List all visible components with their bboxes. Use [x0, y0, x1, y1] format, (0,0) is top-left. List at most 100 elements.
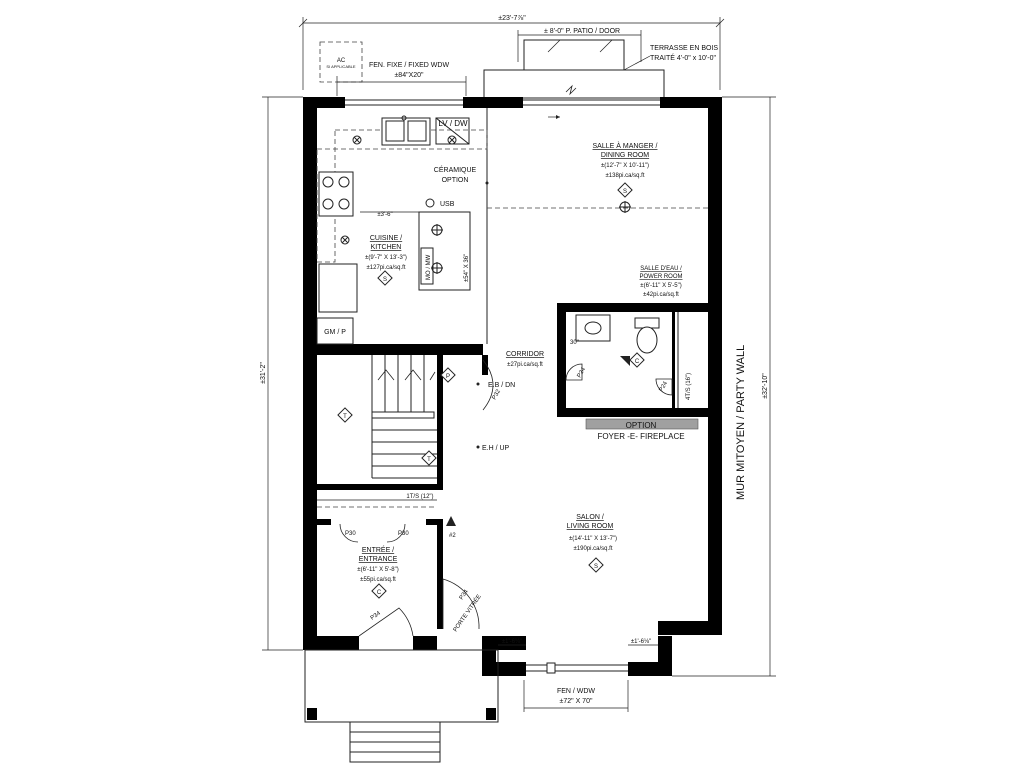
- interior-walls: [303, 108, 708, 629]
- panel-icon: P: [440, 367, 456, 383]
- door-p34a: P34: [370, 610, 383, 621]
- thermostats: T T: [337, 407, 437, 466]
- light-fixture-icon: [352, 135, 362, 145]
- svg-text:S: S: [623, 189, 627, 195]
- powder-dims: ±(6'-11" X 5'-5"): [640, 283, 681, 289]
- island-width-label: ±3'-6": [377, 212, 392, 218]
- svg-text:S: S: [594, 564, 598, 570]
- terrace-line2: TRAITÉ 4'-0" x 10'-0": [650, 53, 717, 62]
- corridor-label: CORRIDOR ±27pi.ca/sq.ft: [506, 351, 544, 368]
- svg-text:T: T: [427, 457, 431, 463]
- fireplace-option: OPTION: [626, 421, 657, 430]
- light-fixture-icon: [619, 201, 631, 213]
- dim-4ts: 4T/S (16"): [686, 373, 692, 400]
- light-fixture-icon: [431, 262, 443, 274]
- pier-left-label: ±1'-6⅛": [502, 639, 522, 645]
- eh-up-label: E.H / UP: [482, 445, 510, 452]
- pier-right-label: ±1'-6⅛": [631, 639, 651, 645]
- powder-name-en: POWER ROOM: [640, 274, 683, 280]
- porte-vitree-label: PORTE VITRÉE: [452, 593, 483, 633]
- dining-dims: ±(12'-7" X 10'-11"): [601, 163, 649, 169]
- kitchen-counters: LV / DW GM / P: [316, 115, 488, 345]
- dining-room-label: SALLE À MANGER / DINING ROOM ±(12'-7" X …: [593, 141, 658, 179]
- fixed-window-size: ±84"X20": [394, 72, 424, 79]
- powder-name: SALLE D'EAU /: [640, 266, 682, 272]
- staircase: P32: [371, 181, 503, 479]
- ac-label: AC: [337, 58, 346, 64]
- pier-dimensions: ±1'-6⅛" ±1'-6⅛": [498, 639, 658, 646]
- usb-label: USB: [440, 201, 455, 208]
- light-fixture-icon: [340, 235, 350, 245]
- svg-text:P: P: [446, 374, 450, 380]
- co-detector-icon: C: [371, 583, 387, 599]
- bottom-window-label: FEN / WDW: [557, 688, 595, 695]
- eb-dn-label: E.B / DN: [488, 382, 515, 389]
- ac-sublabel: SI APPLICABLE: [326, 64, 355, 69]
- entrance-dims: ±(6'-11" X 5'-8"): [357, 567, 398, 573]
- patio-door-label: ± 8'-0" P. PATIO / DOOR: [544, 28, 620, 35]
- fireplace: OPTION FOYER -E- FIREPLACE: [585, 418, 699, 441]
- thermostat-icon: T: [421, 450, 437, 466]
- powder-area: ±42pi.ca/sq.ft: [643, 292, 679, 298]
- island-size-label: ±54" X 36": [464, 254, 470, 282]
- corridor-name: CORRIDOR: [506, 351, 544, 358]
- kitchen-island: MO / MW ±54" X 36" ±3'-6" USB: [360, 198, 471, 291]
- kitchen-dims: ±(9'-7" X 13'-3"): [365, 255, 407, 261]
- co-detectors: C C: [371, 352, 645, 599]
- dining-area: ±138pi.ca/sq.ft: [606, 173, 645, 179]
- front-porch: [304, 649, 499, 763]
- thermostat-icon: T: [337, 407, 353, 423]
- dim-30: 30": [570, 340, 579, 346]
- label-2: #2: [449, 533, 456, 539]
- living-room-label: SALON / LIVING ROOM ±(14'-11" X 13'-7") …: [567, 514, 617, 552]
- left-dimension-label: ±31'-2": [260, 362, 267, 384]
- kitchen-room-label: CUISINE / KITCHEN ±(9'-7" X 13'-3") ±127…: [365, 235, 407, 271]
- fixed-window-label: FEN. FIXE / FIXED WDW: [369, 62, 450, 69]
- entrance-name-en: ENTRANCE: [359, 556, 398, 563]
- door-p24b: P24: [659, 380, 670, 393]
- entrance-label: ENTRÉE / ENTRANCE ±(6'-11" X 5'-8") ±55p…: [357, 545, 398, 583]
- patio-door-dimension: ± 8'-0" P. PATIO / DOOR: [517, 28, 642, 62]
- dining-name: SALLE À MANGER /: [593, 141, 658, 150]
- light-fixture-icon: [447, 135, 457, 145]
- door-p34b: P34: [459, 588, 470, 601]
- svg-text:C: C: [377, 590, 382, 596]
- entrance-name: ENTRÉE /: [362, 545, 394, 554]
- lv-dw-label: LV / DW: [438, 119, 468, 128]
- right-dimension: ±32'-10": [672, 96, 776, 677]
- exterior-walls: [303, 97, 722, 676]
- living-area: ±190pi.ca/sq.ft: [574, 546, 613, 552]
- ceramic-option: OPTION: [442, 177, 469, 184]
- bottom-window-dimension: FEN / WDW ±72" X 70": [523, 680, 629, 712]
- smoke-detector-icon: S: [588, 557, 604, 573]
- kitchen-name: CUISINE /: [370, 235, 402, 242]
- terrace-line1: TERRASSE EN BOIS: [650, 45, 718, 52]
- svg-text:S: S: [383, 277, 387, 283]
- windows: [345, 99, 660, 674]
- powder-fixtures: P24 P24 4T/S (16") 30": [565, 314, 692, 400]
- overall-width-label: ±23'-7⅞": [498, 15, 526, 22]
- door-p32: P32: [492, 388, 503, 401]
- door-p30a: P30: [345, 531, 356, 537]
- micro-label: MO / MW: [426, 254, 432, 280]
- kitchen-area: ±127pi.ca/sq.ft: [367, 265, 406, 271]
- entrance-area: 1T/S (12") P30 P30 P34 P34 PORTE VITRÉE …: [317, 494, 483, 637]
- living-name: SALON /: [576, 514, 604, 521]
- door-p24: P24: [577, 366, 588, 379]
- light-fixture-icon: [431, 224, 443, 236]
- fireplace-label: FOYER -E- FIREPLACE: [597, 432, 684, 441]
- living-name-en: LIVING ROOM: [567, 523, 614, 530]
- wood-terrace: TERRASSE EN BOIS TRAITÉ 4'-0" x 10'-0": [483, 39, 718, 99]
- smoke-detectors: S S S: [377, 182, 633, 573]
- svg-text:T: T: [343, 414, 347, 420]
- ac-unit: AC SI APPLICABLE: [319, 41, 363, 83]
- corridor-area: ±27pi.ca/sq.ft: [507, 362, 543, 368]
- panel-marker: P: [440, 367, 456, 383]
- bottom-window-size: ±72" X 70": [560, 698, 593, 705]
- smoke-detector-icon: S: [377, 270, 393, 286]
- party-wall-label: MUR MITOYEN / PARTY WALL: [735, 345, 747, 500]
- right-dimension-label: ±32'-10": [762, 373, 769, 399]
- smoke-detector-icon: S: [617, 182, 633, 198]
- co-detector-icon: C: [629, 352, 645, 368]
